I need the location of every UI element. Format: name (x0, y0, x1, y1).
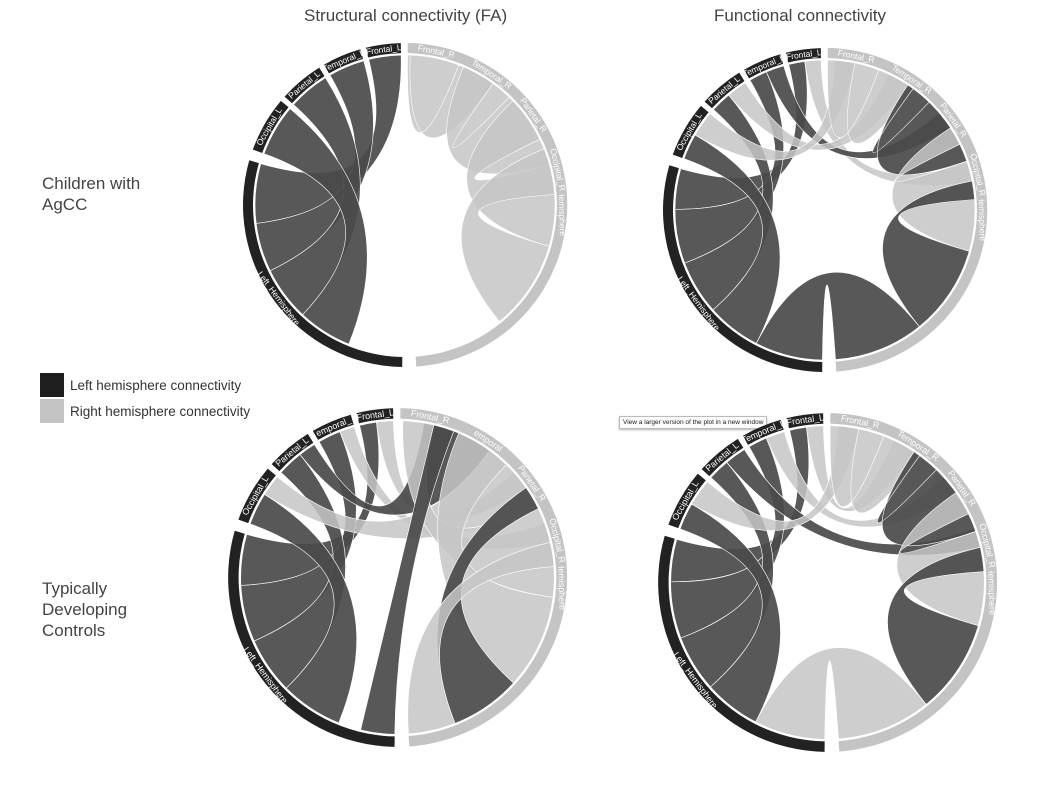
segment-label: Right_Hemisphere (556, 536, 568, 610)
segment-label: Right_Hemisphere (976, 171, 988, 242)
chord-ribbons (240, 420, 555, 735)
row-label-tdc: Typically Developing Controls (42, 578, 127, 641)
functional-connectivity-title: Functional connectivity (714, 6, 886, 25)
segment-arc-temporal-l[interactable] (744, 54, 784, 79)
legend-item-left: Left hemisphere connectivity (40, 372, 250, 398)
segment-arc-frontal-r[interactable] (403, 408, 459, 430)
segment-label: Frontal_L (365, 42, 402, 57)
segment-arc-occipital-r[interactable] (545, 144, 567, 195)
chord-ribbon (460, 148, 555, 323)
segment-arc-parietal-l[interactable] (701, 438, 744, 477)
chord-ribbon (437, 432, 554, 684)
legend: Left hemisphere connectivity Right hemis… (40, 372, 250, 424)
chord-ribbon (360, 424, 455, 735)
legend-label-left: Left hemisphere connectivity (70, 377, 242, 393)
segment-arc-occipital-l[interactable] (238, 468, 276, 524)
chord-ribbon (407, 541, 555, 735)
chord-ribbon (882, 180, 975, 328)
row-label-line: Typically (42, 579, 108, 598)
chord-ribbon (827, 59, 914, 144)
chord-ribbon (755, 647, 927, 740)
segment-arc-frontal-l[interactable] (365, 43, 401, 58)
segment-arc-frontal-r[interactable] (833, 413, 889, 435)
segment-label: Frontal_L (785, 47, 822, 62)
segment-arc-frontal-r[interactable] (410, 43, 464, 64)
row-label-agcc: Children with AgCC (42, 173, 140, 215)
segment-arc-occipital-l[interactable] (668, 473, 706, 529)
row-label-line: Children with (42, 174, 141, 193)
segment-arc-parietal-r[interactable] (514, 92, 551, 139)
structural-connectivity-title: Structural connectivity (FA) (304, 6, 508, 25)
segment-arc-emporal[interactable] (459, 421, 516, 464)
segment-label: Right_Hemisphere (986, 541, 998, 615)
chord-diagram-tdc-functional[interactable]: Frontal_LTemporal_LParietal_LOccipital_L… (655, 410, 1000, 755)
chord-ribbon (437, 487, 539, 724)
segment-arc-temporal-l[interactable] (324, 49, 364, 74)
chord-ribbon (887, 546, 985, 705)
segment-arc-parietal-r[interactable] (934, 97, 971, 144)
chord-diagram-agcc-structural[interactable]: Frontal_LTemporal_LParietal_LOccipital_L… (240, 40, 570, 370)
segment-arc-frontal-l[interactable] (785, 48, 821, 63)
chord-ribbon (755, 272, 920, 361)
segment-arc-frontal-l[interactable] (786, 413, 824, 429)
segment-arc-frontal-r[interactable] (830, 48, 884, 69)
segment-arc-occipital-r[interactable] (544, 514, 567, 567)
chord-diagram-tdc-structural[interactable]: Frontal_Lemporal_Parietal_LOccipital_LLe… (225, 405, 570, 750)
chord-ribbon (263, 108, 368, 345)
legend-label-right: Right hemisphere connectivity (70, 403, 251, 419)
segment-arc-occipital-l[interactable] (672, 105, 709, 158)
chord-ribbons (254, 54, 556, 345)
segment-arc-parietal-l[interactable] (704, 72, 745, 109)
segment-arc-temporal-r[interactable] (889, 426, 946, 469)
chord-ribbon (829, 425, 921, 514)
chord-diagram-agcc-functional[interactable]: Frontal_LTemporal_LParietal_LOccipital_L… (660, 45, 990, 375)
legend-swatch-right (40, 399, 64, 423)
row-label-line: Controls (42, 621, 106, 640)
segment-arc-occipital-l[interactable] (252, 100, 289, 153)
segment-arc-parietal-l[interactable] (284, 67, 325, 104)
chord-ribbons (670, 425, 985, 740)
legend-swatch-left (40, 373, 64, 397)
row-label-line: AgCC (42, 195, 88, 214)
chord-ribbon (249, 493, 357, 724)
legend-item-right: Right hemisphere connectivity (40, 398, 250, 424)
segment-arc-emporal-[interactable] (312, 414, 354, 440)
segment-arc-parietal-r[interactable] (511, 459, 550, 508)
segment-arc-temporal-r[interactable] (884, 60, 938, 101)
segment-arc-frontal-l[interactable] (356, 408, 394, 424)
segment-arc-occipital-r[interactable] (974, 519, 997, 572)
segment-arc-temporal-r[interactable] (464, 55, 518, 96)
row-label-line: Developing (42, 600, 128, 619)
segment-arc-parietal-r[interactable] (941, 464, 980, 513)
segment-label: Right_Hemisphere (556, 166, 568, 237)
chord-ribbons (674, 59, 976, 361)
segment-arc-occipital-r[interactable] (965, 149, 987, 200)
segment-arc-temporal-l[interactable] (742, 419, 784, 445)
enlarge-plot-tooltip[interactable]: View a larger version of the plot in a n… (619, 416, 768, 429)
segment-arc-parietal-l[interactable] (271, 433, 314, 472)
